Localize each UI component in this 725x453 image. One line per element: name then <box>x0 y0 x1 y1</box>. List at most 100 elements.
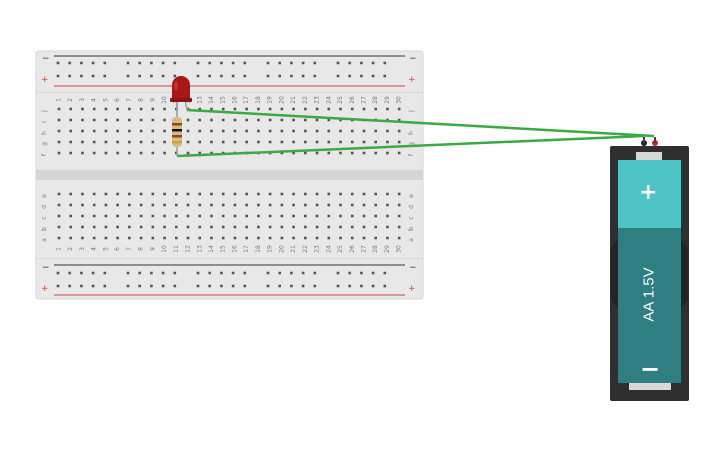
terminal-hole[interactable] <box>257 192 260 196</box>
terminal-hole[interactable] <box>128 118 131 122</box>
rail-hole[interactable] <box>220 61 223 65</box>
rail-hole[interactable] <box>220 284 223 288</box>
terminal-hole[interactable] <box>163 225 166 229</box>
terminal-hole[interactable] <box>397 192 401 196</box>
terminal-hole[interactable] <box>339 214 342 218</box>
terminal-hole[interactable] <box>116 214 119 218</box>
rail-hole[interactable] <box>360 61 363 65</box>
terminal-hole[interactable] <box>139 203 143 207</box>
terminal-hole[interactable] <box>128 140 131 144</box>
terminal-hole[interactable] <box>151 118 155 122</box>
terminal-hole[interactable] <box>339 203 342 207</box>
terminal-hole[interactable] <box>362 203 366 207</box>
terminal-hole[interactable] <box>139 118 143 122</box>
terminal-hole[interactable] <box>57 214 61 218</box>
terminal-hole[interactable] <box>104 107 108 111</box>
terminal-hole[interactable] <box>304 129 307 133</box>
terminal-hole[interactable] <box>69 236 73 240</box>
rail-hole[interactable] <box>126 271 130 275</box>
terminal-hole[interactable] <box>374 151 378 155</box>
terminal-hole[interactable] <box>210 140 213 144</box>
terminal-hole[interactable] <box>116 151 119 155</box>
terminal-hole[interactable] <box>57 107 61 111</box>
rail-hole[interactable] <box>161 284 165 288</box>
terminal-hole[interactable] <box>257 140 260 144</box>
terminal-hole[interactable] <box>92 203 96 207</box>
terminal-hole[interactable] <box>386 192 389 196</box>
rail-hole[interactable] <box>231 271 235 275</box>
rail-hole[interactable] <box>301 284 305 288</box>
terminal-hole[interactable] <box>245 192 248 196</box>
terminal-hole[interactable] <box>245 129 248 133</box>
terminal-hole[interactable] <box>175 203 178 207</box>
terminal-hole[interactable] <box>397 236 401 240</box>
rail-hole[interactable] <box>371 61 375 65</box>
rail-hole[interactable] <box>173 74 177 78</box>
terminal-hole[interactable] <box>362 107 366 111</box>
terminal-hole[interactable] <box>151 151 155 155</box>
terminal-hole[interactable] <box>362 151 366 155</box>
terminal-hole[interactable] <box>151 140 155 144</box>
terminal-hole[interactable] <box>233 118 237 122</box>
rail-hole[interactable] <box>290 284 293 288</box>
terminal-hole[interactable] <box>374 203 378 207</box>
terminal-hole[interactable] <box>210 203 213 207</box>
terminal-hole[interactable] <box>163 140 166 144</box>
terminal-hole[interactable] <box>257 214 260 218</box>
rail-hole[interactable] <box>243 284 247 288</box>
terminal-hole[interactable] <box>304 107 307 111</box>
terminal-hole[interactable] <box>186 214 190 218</box>
terminal-hole[interactable] <box>81 151 84 155</box>
led[interactable] <box>170 76 192 111</box>
terminal-hole[interactable] <box>69 203 73 207</box>
rail-hole[interactable] <box>313 284 317 288</box>
rail-hole[interactable] <box>91 271 95 275</box>
terminal-hole[interactable] <box>116 236 119 240</box>
terminal-hole[interactable] <box>116 192 119 196</box>
terminal-hole[interactable] <box>210 214 213 218</box>
rail-hole[interactable] <box>243 61 247 65</box>
terminal-hole[interactable] <box>92 107 96 111</box>
terminal-hole[interactable] <box>139 107 143 111</box>
terminal-hole[interactable] <box>81 203 84 207</box>
terminal-hole[interactable] <box>210 192 213 196</box>
rail-hole[interactable] <box>173 284 177 288</box>
rail-hole[interactable] <box>68 271 71 275</box>
terminal-hole[interactable] <box>386 129 389 133</box>
terminal-hole[interactable] <box>128 107 131 111</box>
terminal-hole[interactable] <box>327 107 331 111</box>
terminal-hole[interactable] <box>386 151 389 155</box>
terminal-hole[interactable] <box>139 151 143 155</box>
rail-hole[interactable] <box>196 271 200 275</box>
rail-hole[interactable] <box>383 271 387 275</box>
terminal-hole[interactable] <box>350 214 354 218</box>
rail-hole[interactable] <box>290 61 293 65</box>
rail-hole[interactable] <box>313 61 317 65</box>
terminal-hole[interactable] <box>233 214 237 218</box>
rail-hole[interactable] <box>231 74 235 78</box>
terminal-hole[interactable] <box>221 192 225 196</box>
terminal-hole[interactable] <box>374 225 378 229</box>
breadboard[interactable]: 1122334455667788991010111112121313141415… <box>35 50 424 300</box>
terminal-hole[interactable] <box>245 214 248 218</box>
terminal-hole[interactable] <box>292 236 295 240</box>
terminal-hole[interactable] <box>280 225 284 229</box>
terminal-hole[interactable] <box>315 225 319 229</box>
terminal-hole[interactable] <box>175 192 178 196</box>
rail-hole[interactable] <box>290 271 293 275</box>
terminal-hole[interactable] <box>339 236 342 240</box>
terminal-hole[interactable] <box>104 203 108 207</box>
terminal-hole[interactable] <box>386 225 389 229</box>
terminal-hole[interactable] <box>280 151 284 155</box>
rail-hole[interactable] <box>348 271 351 275</box>
terminal-hole[interactable] <box>198 129 202 133</box>
terminal-hole[interactable] <box>92 140 96 144</box>
terminal-hole[interactable] <box>57 140 61 144</box>
terminal-hole[interactable] <box>81 214 84 218</box>
terminal-hole[interactable] <box>151 236 155 240</box>
rail-hole[interactable] <box>91 74 95 78</box>
rail-hole[interactable] <box>126 284 130 288</box>
rail-hole[interactable] <box>150 284 153 288</box>
terminal-hole[interactable] <box>292 118 295 122</box>
terminal-hole[interactable] <box>139 129 143 133</box>
